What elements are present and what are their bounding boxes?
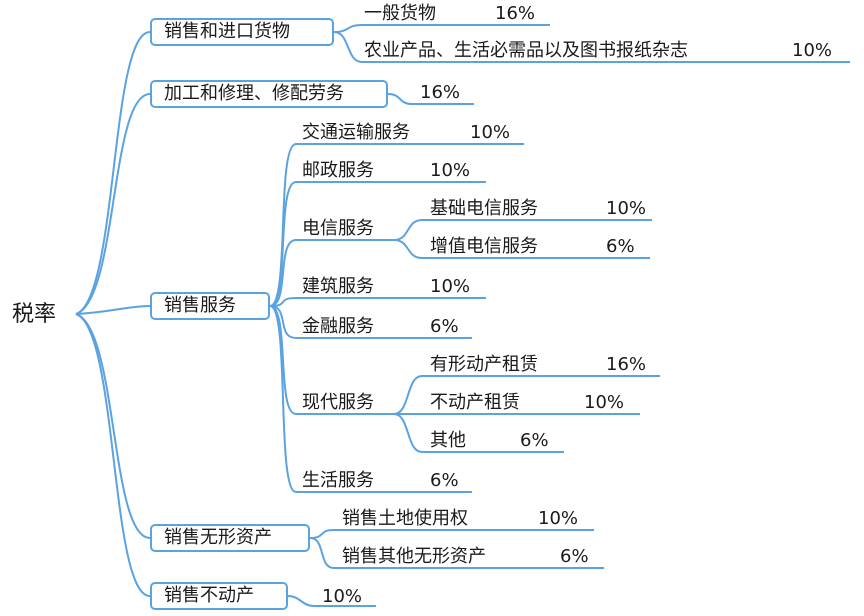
node-general-goods: 一般货物	[364, 3, 436, 24]
node-intangible[interactable]: 销售无形资产	[150, 524, 310, 552]
rate-finance: 6%	[430, 316, 459, 337]
rate-transport: 10%	[470, 122, 511, 143]
node-realestate[interactable]: 销售不动产	[150, 582, 288, 610]
rate-construction: 10%	[430, 276, 471, 297]
rate-general-goods: 16%	[495, 3, 536, 24]
node-living: 生活服务	[302, 470, 374, 491]
node-tangible-lease: 有形动产租赁	[430, 354, 538, 375]
rate-agri-goods: 10%	[792, 40, 833, 61]
rate-living: 6%	[430, 470, 459, 491]
node-basic-telecom: 基础电信服务	[430, 198, 538, 219]
rate-tangible-lease: 16%	[606, 354, 647, 375]
node-construction: 建筑服务	[302, 276, 374, 297]
node-telecom: 电信服务	[302, 218, 374, 239]
root-node: 税率	[12, 302, 57, 327]
node-land-use: 销售土地使用权	[342, 508, 468, 529]
node-value-added-telecom: 增值电信服务	[430, 236, 538, 257]
node-postal: 邮政服务	[302, 160, 374, 181]
rate-value-added-telecom: 6%	[606, 236, 635, 257]
node-realestate-lease: 不动产租赁	[430, 392, 520, 413]
rate-land-use: 10%	[538, 508, 579, 529]
rate-realestate-lease: 10%	[584, 392, 625, 413]
node-other-intangible: 销售其他无形资产	[342, 546, 486, 567]
rate-postal: 10%	[430, 160, 471, 181]
node-transport: 交通运输服务	[302, 122, 410, 143]
node-modern: 现代服务	[302, 392, 374, 413]
rate-realestate: 10%	[322, 586, 363, 607]
node-goods[interactable]: 销售和进口货物	[150, 18, 334, 46]
node-processing[interactable]: 加工和修理、修配劳务	[150, 80, 388, 108]
node-other: 其他	[430, 430, 466, 451]
rate-other-intangible: 6%	[560, 546, 589, 567]
rate-basic-telecom: 10%	[606, 198, 647, 219]
rate-other: 6%	[520, 430, 549, 451]
node-services[interactable]: 销售服务	[150, 292, 270, 320]
node-finance: 金融服务	[302, 316, 374, 337]
rate-processing: 16%	[420, 82, 461, 103]
node-agri-goods: 农业产品、生活必需品以及图书报纸杂志	[364, 40, 688, 61]
